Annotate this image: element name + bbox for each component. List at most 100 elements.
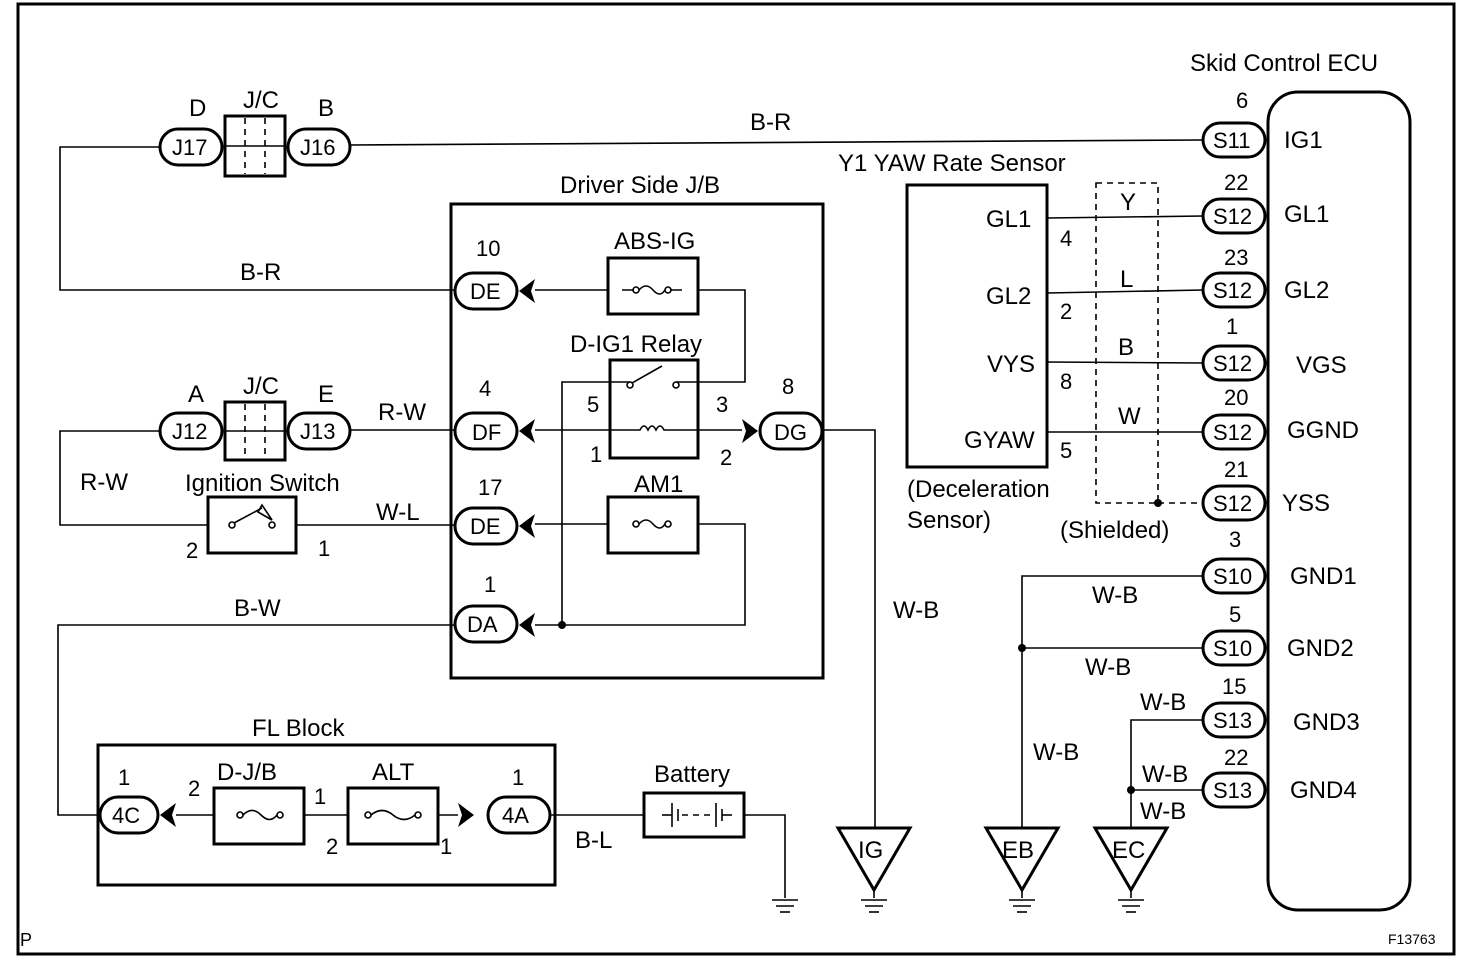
ground-ig-triangle (835, 826, 913, 893)
jc-top-letter: B (318, 95, 334, 122)
yaw-terminal-label: GYAW (964, 427, 1035, 454)
wire-color: W-L (376, 499, 420, 526)
yaw-wires (1046, 215, 1204, 433)
ignition-switch-body (206, 495, 298, 555)
jb-connector-label: DF (472, 420, 501, 445)
wire-color: L (1120, 266, 1133, 293)
jb-pin: 1 (484, 572, 496, 597)
shield-box (1095, 182, 1159, 504)
jc-top-right-connector (286, 127, 352, 167)
jb-pin: 8 (782, 374, 794, 399)
yaw-pin: 5 (1060, 438, 1072, 463)
ecu-pin: 23 (1224, 245, 1248, 270)
jb-connector (453, 604, 519, 644)
ignition-switch-label: Ignition Switch (185, 470, 340, 497)
ecu-connector-label: S13 (1213, 708, 1252, 733)
jb-connector (758, 411, 824, 451)
yaw-sensor-title: Y1 YAW Rate Sensor (838, 150, 1066, 177)
wire-color: B-L (575, 827, 612, 854)
frame (16, 2, 1456, 956)
wire-color: W-B (893, 597, 939, 624)
fl-connector-label: 4A (502, 803, 529, 828)
fusible-link (242, 809, 278, 821)
shield-junction (1154, 499, 1162, 507)
jb-connector (453, 271, 519, 311)
ecu-title: Skid Control ECU (1190, 50, 1378, 77)
driver-jb-title: Driver Side J/B (560, 172, 720, 199)
fl-arrow (458, 803, 474, 827)
jb-arrow (519, 613, 535, 637)
wire-color: Y (1120, 189, 1136, 216)
jb-pin: 17 (478, 475, 502, 500)
battery-cells (662, 803, 732, 827)
relay-pin: 1 (590, 442, 602, 467)
ecu-terminals: 6 S11 IG1 22 S12 GL1 23 S12 GL2 1 S12 VG… (1201, 88, 1360, 809)
ecu-terminal-label: GND3 (1293, 709, 1360, 736)
fuse-element (638, 519, 666, 529)
fl-arrow (160, 803, 176, 827)
yaw-terminal-label: GL1 (986, 206, 1031, 233)
wire-ig1 (349, 139, 1204, 146)
fl-pin: 1 (512, 765, 524, 790)
fl-connector-label: 4C (112, 803, 140, 828)
fuse-end (664, 520, 672, 528)
yaw-pin: 4 (1060, 226, 1072, 251)
ecu-connector-label: S12 (1213, 491, 1252, 516)
ecu-connector-label: S12 (1213, 278, 1252, 303)
relay-pin: 5 (587, 392, 599, 417)
jb-pin: 4 (479, 376, 491, 401)
wire-br-loop (59, 146, 455, 291)
battery-label: Battery (654, 761, 730, 788)
fusible-link (370, 809, 416, 821)
alt-fuse (346, 786, 440, 846)
relay-contact (672, 381, 680, 389)
switch-arm (233, 507, 263, 524)
ecu-terminal-label: GND4 (1290, 777, 1357, 804)
fuse-end (276, 811, 284, 819)
ecu-pin: 15 (1222, 674, 1246, 699)
ecu-terminal-label: GL1 (1284, 201, 1329, 228)
ground-icon (1009, 890, 1035, 913)
switch-pin: 2 (186, 538, 198, 563)
fl-pin: 1 (440, 834, 452, 859)
jc-top-right-connector-label: J16 (300, 135, 335, 160)
corner-label: P (20, 930, 32, 950)
relay-pin: 2 (720, 445, 732, 470)
ground-ig-label: IG (858, 837, 883, 864)
jc-mid-label: J/C (243, 373, 279, 400)
jc-mid-letter: A (188, 381, 204, 408)
switch-head (256, 503, 273, 521)
ecu-connector-label: S12 (1213, 420, 1252, 445)
abs-ig-label: ABS-IG (614, 228, 695, 255)
ecu-pin: 22 (1224, 170, 1248, 195)
yaw-pin: 2 (1060, 299, 1072, 324)
abs-ig-fuse (606, 256, 700, 316)
wire-color: R-W (378, 399, 426, 426)
ecu-pin: 20 (1224, 385, 1248, 410)
relay-label: D-IG1 Relay (570, 331, 702, 358)
jc-top-left-connector-label: J17 (172, 135, 207, 160)
wire-color: W-B (1140, 798, 1186, 825)
jc-top-label: J/C (243, 87, 279, 114)
battery-ground-icon (772, 899, 798, 913)
ground-eb-label: EB (1002, 837, 1034, 864)
fl-block-title: FL Block (252, 715, 345, 742)
yaw-sensor-body (905, 183, 1049, 469)
wire-color: B-R (750, 109, 791, 136)
jb-connector-label: DE (470, 514, 501, 539)
switch-contact (268, 521, 276, 529)
fuse-element (638, 285, 666, 295)
am1-fuse (606, 495, 700, 555)
wire-color: W-B (1140, 689, 1186, 716)
dj-b-label: D-J/B (217, 759, 277, 786)
fl-pin: 2 (188, 776, 200, 801)
jc-mid-letter: E (318, 381, 334, 408)
jc-top-letter: D (189, 95, 206, 122)
am1-label: AM1 (634, 471, 683, 498)
wire-bw (57, 624, 455, 816)
ecu-pin: 6 (1236, 88, 1248, 113)
ground-wires (1018, 575, 1203, 828)
wire-color: W-B (1033, 739, 1079, 766)
ground-icon (1118, 890, 1144, 913)
